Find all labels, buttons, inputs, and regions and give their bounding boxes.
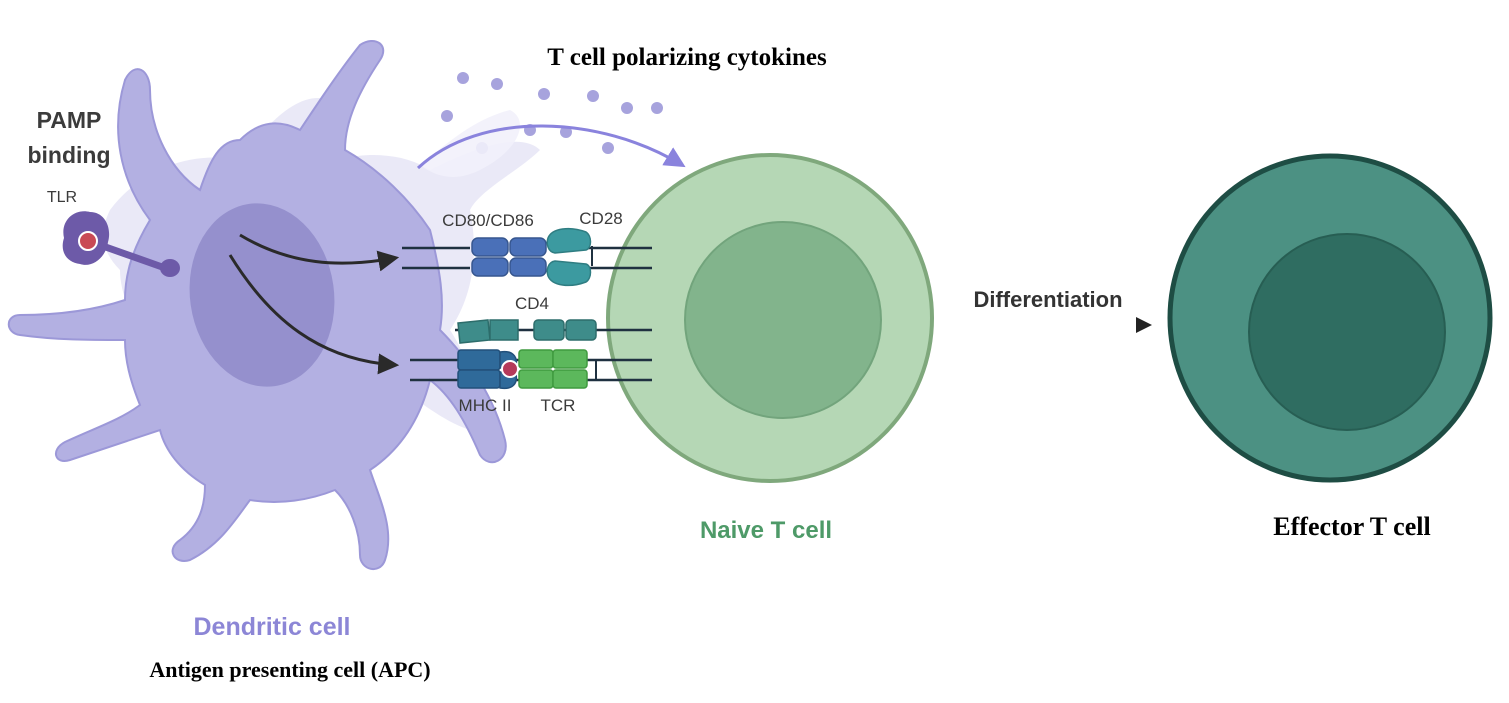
tlr-receptor (62, 211, 180, 277)
cd4-molecule (457, 319, 597, 344)
tcr-label: TCR (541, 396, 576, 415)
differentiation-label: Differentiation (973, 287, 1122, 312)
antigen-peptide-dot (501, 360, 519, 378)
diagram-title: T cell polarizing cytokines (547, 44, 827, 71)
haze-shape (420, 110, 520, 177)
naive-t-cell-nucleus (684, 221, 882, 419)
cytokine-arrow (416, 124, 686, 170)
effector-t-cell-nucleus (1248, 233, 1446, 431)
naive-t-cell-label: Naive T cell (700, 517, 832, 544)
pamp-label-line1: PAMP (37, 107, 102, 133)
apc-label: Antigen presenting cell (APC) (149, 657, 430, 682)
tlr-label: TLR (47, 189, 77, 206)
cd80-cd86-label: CD80/CD86 (442, 211, 534, 230)
dendritic-nucleus (189, 203, 335, 387)
tlr-ligand-dot (78, 231, 98, 251)
signal-arrow-upper (239, 233, 400, 272)
effector-t-cell-label: Effector T cell (1273, 512, 1430, 541)
cd28-molecule (546, 227, 593, 287)
dendritic-cell (7, 40, 507, 570)
pamp-label-line2: binding (27, 142, 110, 168)
effector-t-cell (1167, 153, 1493, 483)
signal-arrow-lower (228, 254, 400, 375)
tcr-molecule (518, 349, 597, 389)
mhc2-label: MHC II (459, 396, 512, 415)
differentiation-arrow (945, 317, 1152, 333)
cd28-label: CD28 (579, 209, 622, 228)
dendritic-cell-label: Dendritic cell (194, 613, 351, 641)
cd4-label: CD4 (515, 294, 549, 313)
naive-t-cell (606, 153, 934, 483)
cd80-cd86-molecule (471, 237, 547, 277)
